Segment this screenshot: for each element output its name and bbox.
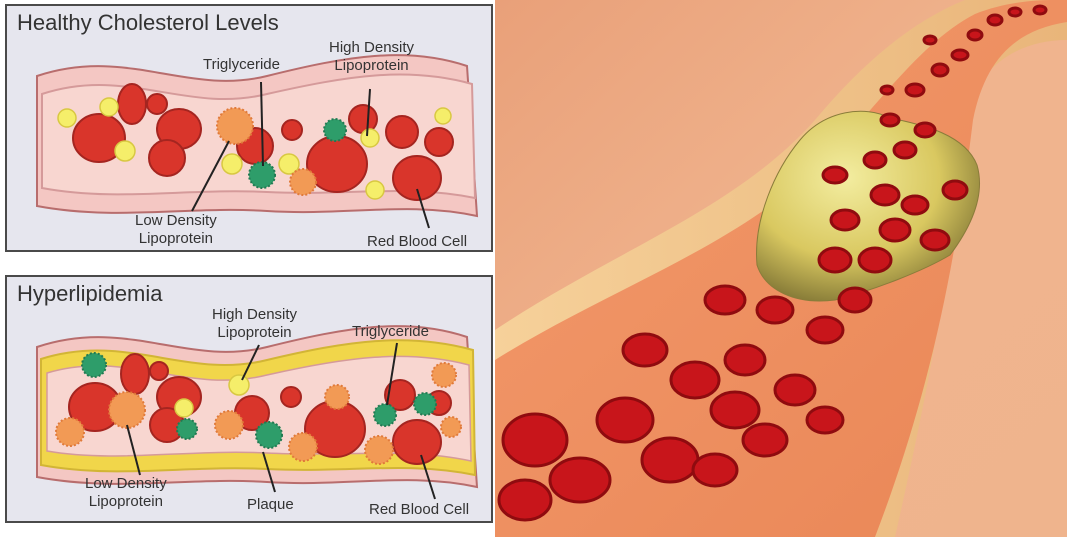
hyper-triglyceride-label: Triglyceride <box>352 323 429 341</box>
healthy-hdl-label-line1: High Density <box>329 39 414 57</box>
healthy-rbc-label: Red Blood Cell <box>367 233 467 251</box>
healthy-panel-title: Healthy Cholesterol Levels <box>17 10 279 36</box>
artery-plaque-illustration <box>495 0 1067 537</box>
healthy-artery-illustration <box>7 6 491 250</box>
hyper-rbc-label: Red Blood Cell <box>369 501 469 519</box>
hyper-ldl-label: Low Density Lipoprotein <box>85 475 167 511</box>
healthy-hdl-label: High Density Lipoprotein <box>329 39 414 75</box>
healthy-ldl-label: Low Density Lipoprotein <box>135 212 217 248</box>
hyper-ldl-label-line1: Low Density <box>85 475 167 493</box>
hyper-plaque-label: Plaque <box>247 496 294 514</box>
hyper-panel-title: Hyperlipidemia <box>17 281 163 307</box>
hyperlipidemia-panel: Hyperlipidemia High Density Lipoprotein … <box>5 275 493 523</box>
hyper-hdl-label-line1: High Density <box>212 306 297 324</box>
healthy-ldl-label-line2: Lipoprotein <box>135 230 217 248</box>
healthy-ldl-label-line1: Low Density <box>135 212 217 230</box>
healthy-cholesterol-panel: Healthy Cholesterol Levels Triglyceride … <box>5 4 493 252</box>
healthy-triglyceride-label: Triglyceride <box>203 56 280 74</box>
hyper-ldl-label-line2: Lipoprotein <box>85 493 167 511</box>
hyper-hdl-label-line2: Lipoprotein <box>212 324 297 342</box>
healthy-hdl-label-line2: Lipoprotein <box>329 57 414 75</box>
hyper-hdl-label: High Density Lipoprotein <box>212 306 297 342</box>
